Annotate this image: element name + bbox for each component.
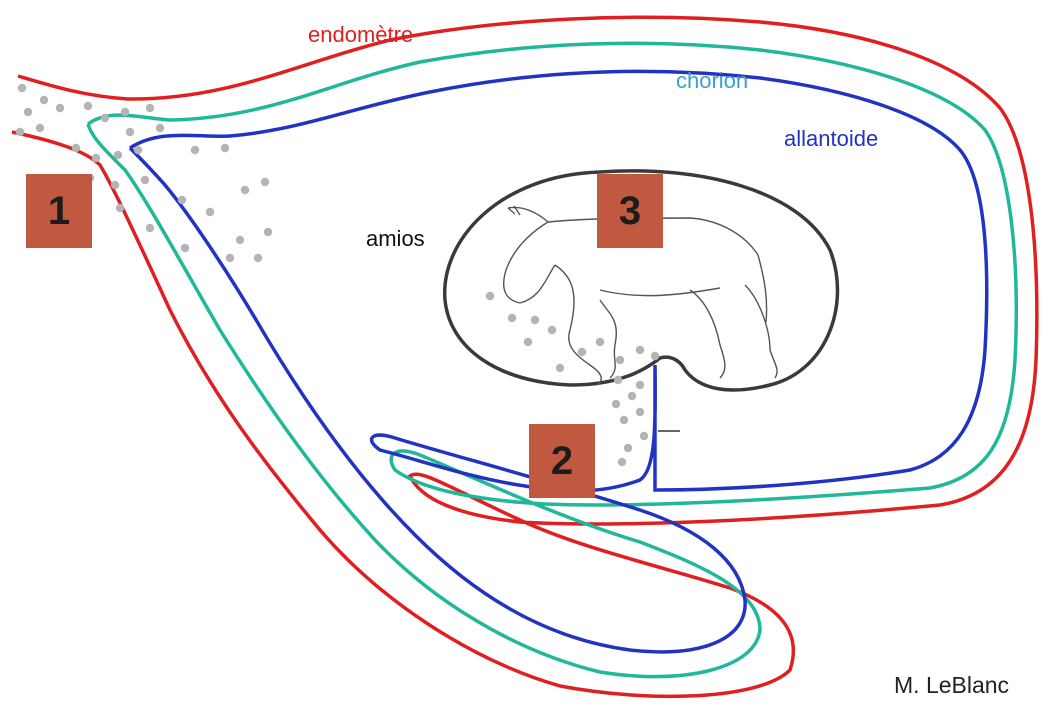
stipple-dot — [15, 127, 25, 137]
stipple-dot — [133, 145, 143, 155]
stipple-dot — [260, 177, 270, 187]
stipple-dot — [110, 180, 120, 190]
stipple-dot — [611, 399, 621, 409]
stipple-dot — [253, 253, 263, 263]
stipple-dot — [263, 227, 273, 237]
stipple-dot — [485, 291, 495, 301]
chorion-outline — [86, 41, 1018, 679]
stipple-dot — [83, 101, 93, 111]
stipple-dot — [635, 407, 645, 417]
stipple-dot — [615, 355, 625, 365]
foal-sketch — [502, 205, 778, 386]
stipple-dot — [180, 243, 190, 253]
marker-3: 3 — [597, 174, 663, 248]
stipple-dot — [220, 143, 230, 153]
stipple-dot — [555, 363, 565, 373]
amnios-outline — [443, 169, 840, 392]
marker-1: 1 — [26, 174, 92, 248]
stipple-dot — [595, 337, 605, 347]
stipple-dot — [507, 313, 517, 323]
stipple-dot — [35, 123, 45, 133]
stipple-dot — [23, 107, 33, 117]
marker-2: 2 — [529, 424, 595, 498]
stipple-dot — [120, 107, 130, 117]
stipple-dot — [650, 351, 660, 361]
stippling-dots — [15, 83, 660, 467]
stipple-dot — [125, 127, 135, 137]
stipple-dot — [71, 143, 81, 153]
stipple-dot — [619, 415, 629, 425]
stipple-dot — [190, 145, 200, 155]
stipple-dot — [623, 443, 633, 453]
stipple-dot — [145, 103, 155, 113]
stipple-dot — [635, 345, 645, 355]
author-credit: M. LeBlanc — [894, 672, 1010, 698]
stipple-dot — [523, 337, 533, 347]
stipple-dot — [635, 380, 645, 390]
label-allantoide: allantoide — [784, 126, 879, 151]
stipple-dot — [235, 235, 245, 245]
stipple-dot — [530, 315, 540, 325]
stipple-dot — [639, 431, 649, 441]
stipple-dot — [617, 457, 627, 467]
stipple-dot — [55, 103, 65, 113]
label-endometre: endomètre — [308, 22, 414, 47]
stipple-dot — [140, 175, 150, 185]
stipple-dot — [100, 113, 110, 123]
stipple-dot — [145, 223, 155, 233]
stipple-dot — [113, 150, 123, 160]
stipple-dot — [577, 347, 587, 357]
stipple-dot — [39, 95, 49, 105]
endometre-outline — [11, 15, 1039, 699]
label-amnios: amios — [366, 226, 425, 251]
stipple-dot — [225, 253, 235, 263]
stipple-dot — [17, 83, 27, 93]
stipple-dot — [177, 195, 187, 205]
stipple-dot — [115, 203, 125, 213]
stipple-dot — [547, 325, 557, 335]
stipple-dot — [205, 207, 215, 217]
allantoide-outline — [128, 69, 989, 654]
stipple-dot — [627, 391, 637, 401]
stipple-dot — [155, 123, 165, 133]
stipple-dot — [240, 185, 250, 195]
stipple-dot — [613, 375, 623, 385]
label-chorion: chorion — [676, 68, 749, 93]
stipple-dot — [91, 153, 101, 163]
